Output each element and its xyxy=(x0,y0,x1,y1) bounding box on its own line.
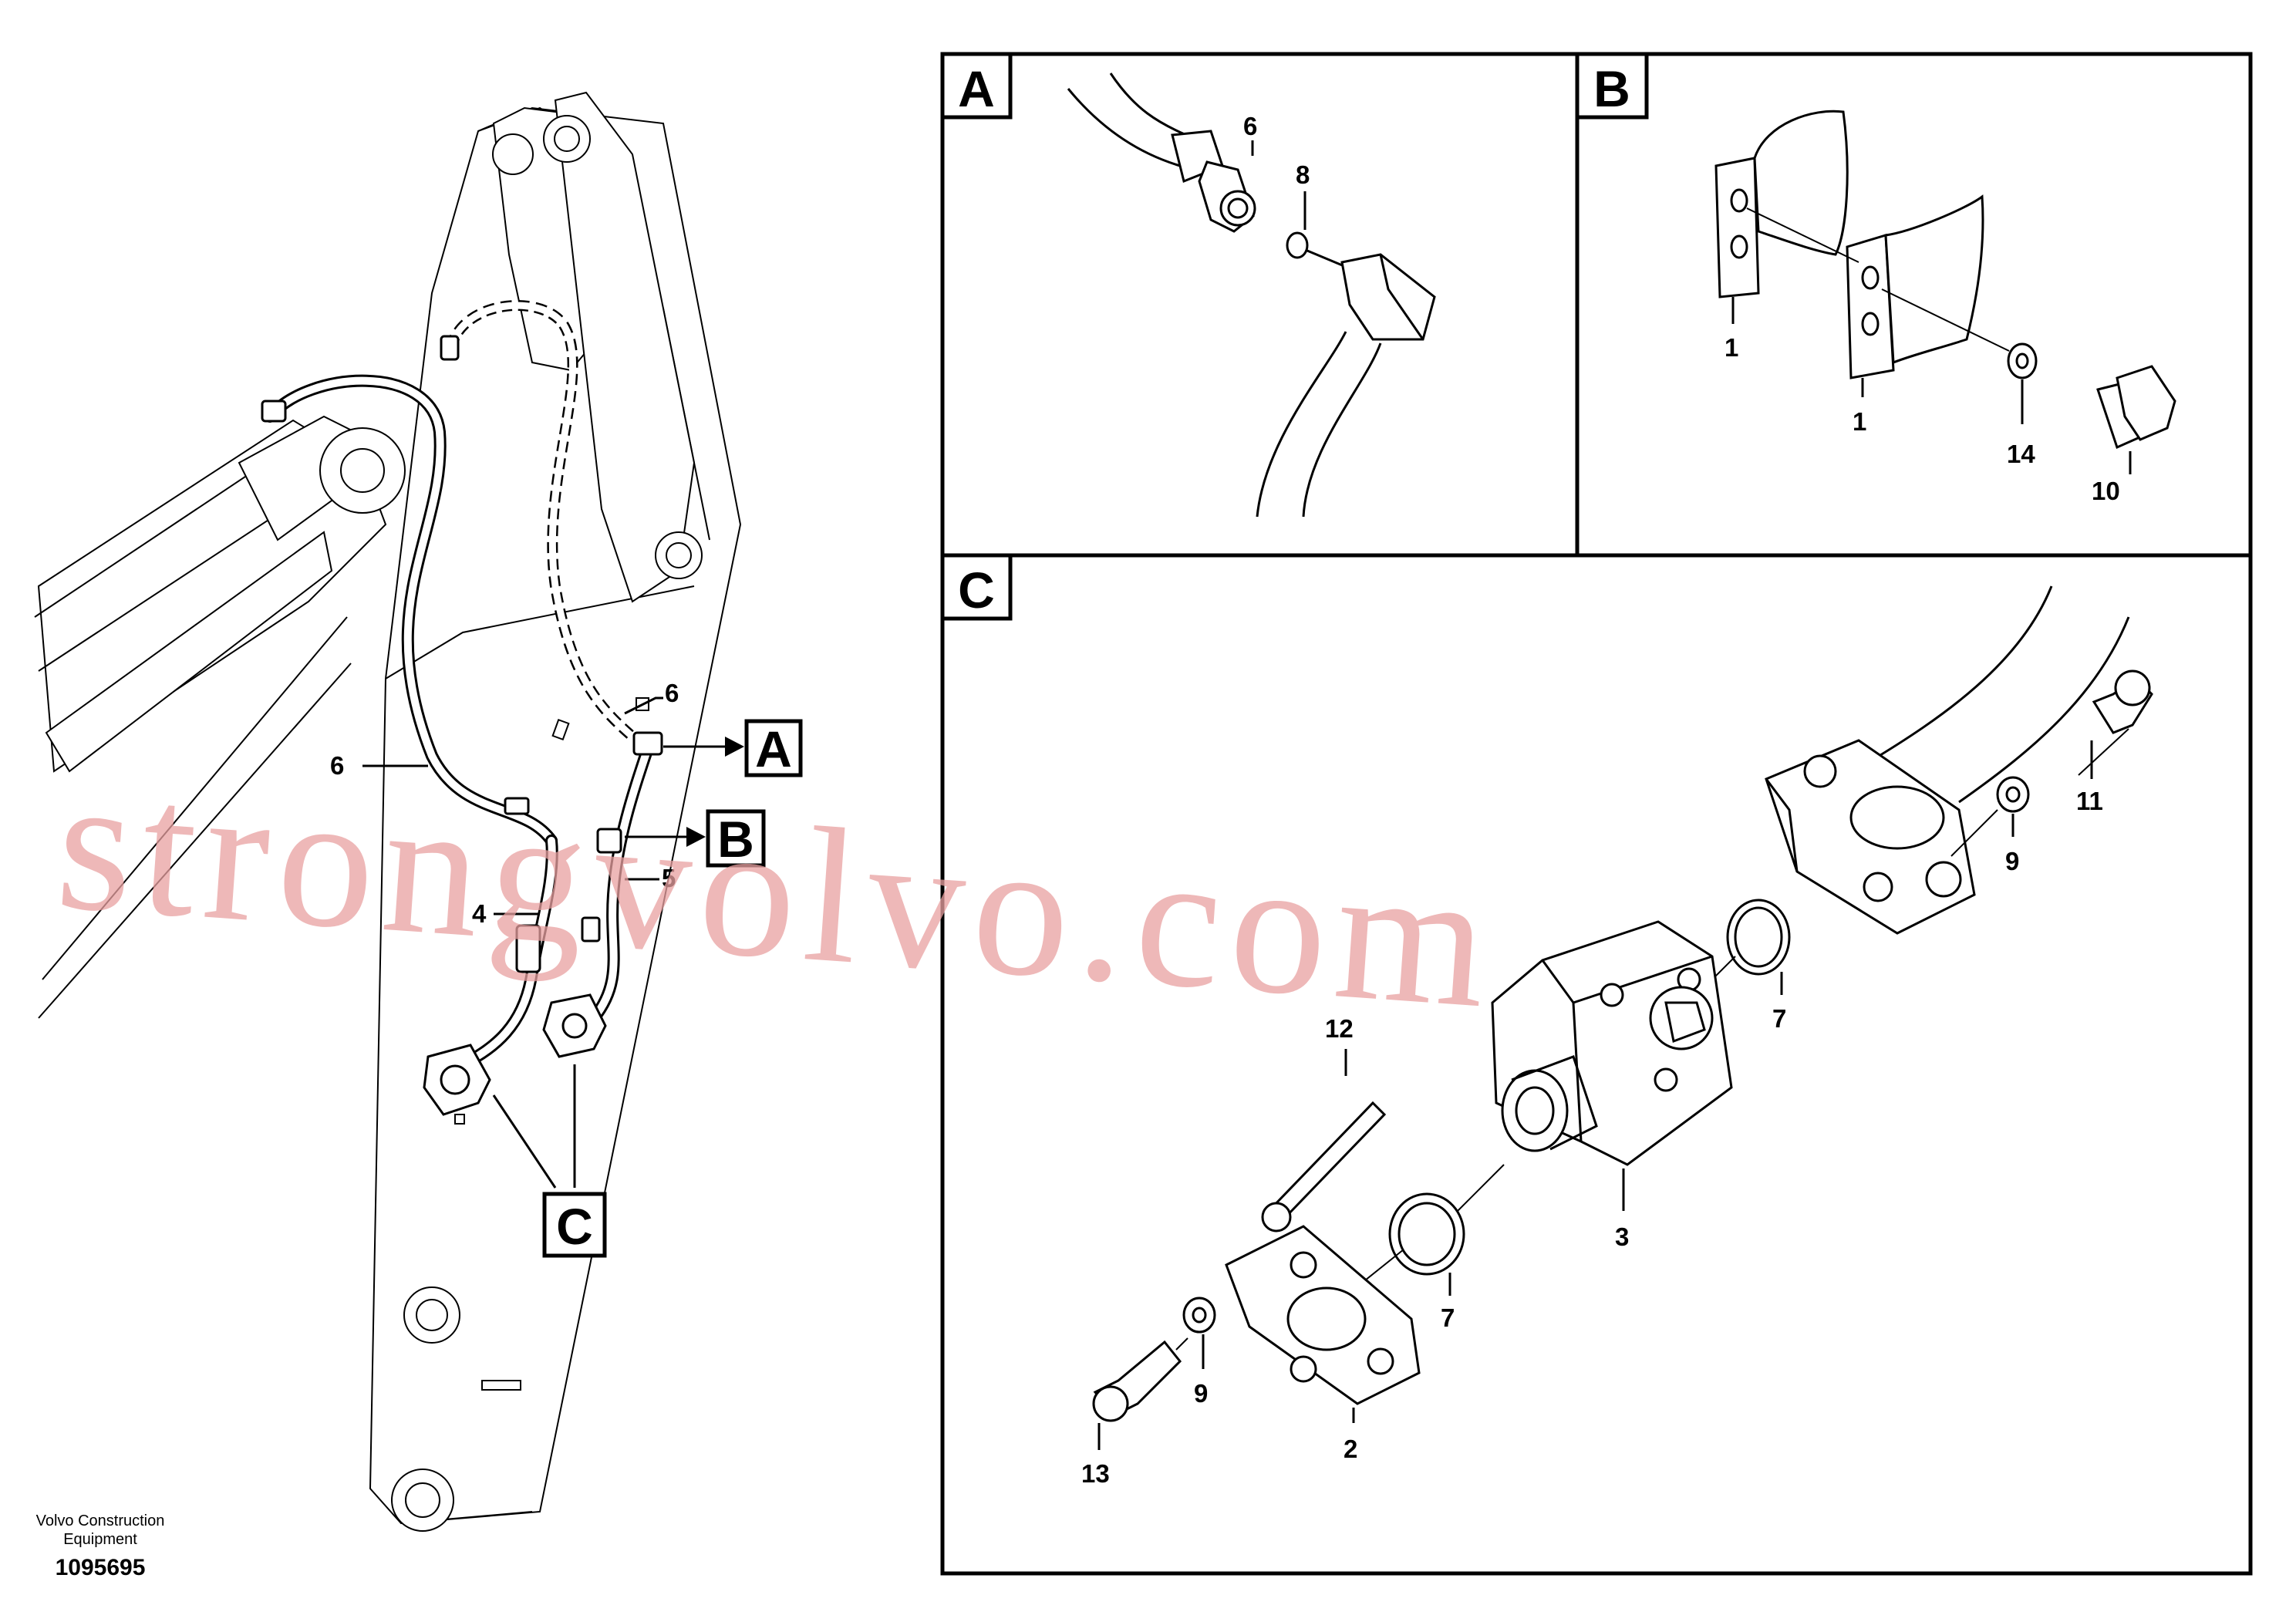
panel-b-label-clamp-left: 1 xyxy=(1725,333,1738,362)
callout-c-letter: C xyxy=(556,1198,593,1255)
panel-c-letter: C xyxy=(958,561,995,619)
panel-a: A 6 8 xyxy=(940,52,1436,518)
panel-c-label-flange: 2 xyxy=(1344,1435,1357,1463)
footer: Volvo Construction Equipment 1095695 xyxy=(36,1512,165,1580)
watermark-text: strongvolvo.com xyxy=(51,736,1502,1050)
boom-overview xyxy=(34,91,742,1532)
panel-b-label-clamp-right: 1 xyxy=(1853,407,1866,436)
panel-c-label-pin: 12 xyxy=(1325,1014,1354,1043)
panel-a-label-hose: 6 xyxy=(1243,112,1257,140)
panel-c-label-oring-top: 7 xyxy=(1772,1004,1786,1033)
panel-a-label-oring: 8 xyxy=(1296,160,1310,189)
panel-a-letter: A xyxy=(958,60,995,117)
panel-c-label-washer-top: 9 xyxy=(2005,847,2019,875)
callout-a[interactable]: A xyxy=(663,719,803,777)
footer-doc-number: 1095695 xyxy=(56,1555,146,1580)
label-hose-right: 6 xyxy=(665,679,679,707)
callout-b-letter: B xyxy=(717,811,754,868)
label-tube: 4 xyxy=(472,899,487,928)
panel-c-label-washer-bottom: 9 xyxy=(1194,1379,1208,1408)
callout-c[interactable]: C xyxy=(492,1064,607,1258)
panel-c-label-screw-bottom: 13 xyxy=(1081,1459,1110,1488)
panel-b: B 1 1 14 10 xyxy=(1575,52,2176,505)
footer-company-line2: Equipment xyxy=(63,1531,137,1548)
panel-b-letter: B xyxy=(1593,60,1630,117)
panel-b-label-screw: 10 xyxy=(2092,477,2120,505)
panel-c-label-block: 3 xyxy=(1615,1222,1629,1251)
label-hose-left: 6 xyxy=(330,751,344,780)
callout-b[interactable]: B xyxy=(625,809,766,868)
callout-a-letter: A xyxy=(755,720,792,777)
panel-b-label-washer: 14 xyxy=(2007,440,2035,468)
label-tube-right: 5 xyxy=(662,864,676,892)
footer-company-line1: Volvo Construction xyxy=(36,1512,165,1529)
panel-c-label-oring-bottom: 7 xyxy=(1441,1303,1455,1332)
panel-c: C xyxy=(940,553,2153,1488)
panel-c-label-screw-long-top: 11 xyxy=(2076,787,2103,815)
overview-labels: 6 6 4 5 xyxy=(330,679,679,928)
